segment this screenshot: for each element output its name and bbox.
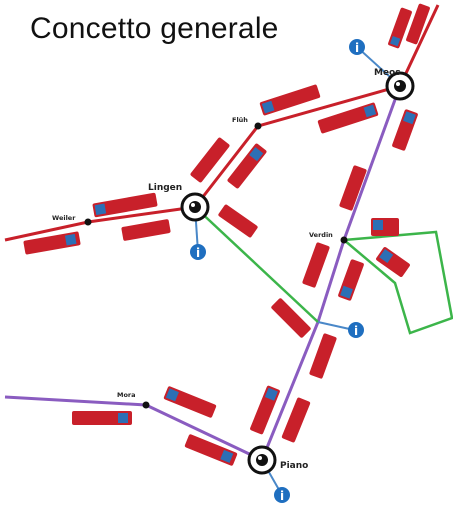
stop-flub-dot [254, 122, 262, 130]
sign-panel [250, 385, 280, 435]
label-piano: Piano [280, 461, 308, 471]
info-icon[interactable]: i [348, 322, 364, 338]
label-mora: Mora [117, 391, 136, 399]
sign-panel [317, 102, 379, 134]
sign-panel [376, 247, 410, 277]
info-icon[interactable]: i [349, 39, 365, 55]
sign-panel [371, 218, 399, 236]
green-lingen-junction [194, 206, 319, 323]
info-icon[interactable]: i [190, 244, 206, 260]
sign-panel [388, 7, 412, 49]
diagram-title: Concetto generale [30, 12, 279, 45]
sign-panel [392, 109, 418, 151]
sign-panel [302, 242, 330, 288]
label-weiler: Weiler [52, 214, 76, 222]
sign-panel [92, 192, 158, 218]
label-meos: Meos [374, 68, 401, 78]
sign-panel [406, 3, 430, 45]
sign-panel [190, 137, 230, 183]
stop-verdin-dot [340, 236, 348, 244]
road-lines [4, 4, 440, 242]
node-labels: Meos Lingen Piano Flüh Weiler Verdin Mor… [52, 68, 401, 471]
stop-weiler-dot [84, 218, 92, 226]
label-verdin: Verdin [309, 231, 333, 239]
svg-text:i: i [355, 41, 359, 55]
hub-lingen[interactable] [180, 192, 210, 222]
stop-nodes [84, 122, 348, 409]
sign-panel [281, 397, 311, 443]
stop-mora-dot [142, 401, 150, 409]
sign-panel [309, 333, 337, 379]
sign-panel [218, 204, 258, 238]
sign-panel [339, 165, 367, 211]
hub-piano[interactable] [247, 445, 277, 475]
sign-panel [121, 219, 171, 241]
green-lines [194, 206, 453, 335]
info-icon[interactable]: i [274, 487, 290, 503]
svg-text:i: i [196, 246, 200, 260]
sign-panel [227, 143, 267, 189]
green-loop [343, 230, 453, 335]
purple-meos-piano [260, 85, 402, 461]
label-lingen: Lingen [148, 183, 182, 193]
svg-text:i: i [354, 324, 358, 338]
road-meos-north [398, 4, 440, 87]
sign-panel [163, 386, 217, 418]
connector-junction [317, 321, 355, 331]
sign-panel [184, 434, 238, 466]
label-flub: Flüh [232, 116, 248, 124]
sign-panel [72, 411, 132, 425]
svg-text:i: i [280, 489, 284, 503]
sign-panels [23, 3, 430, 466]
sign-panel [271, 298, 311, 338]
sign-panel [23, 231, 81, 255]
sign-panel [259, 84, 321, 116]
hub-meos[interactable] [385, 71, 415, 101]
sign-panel [338, 259, 364, 301]
